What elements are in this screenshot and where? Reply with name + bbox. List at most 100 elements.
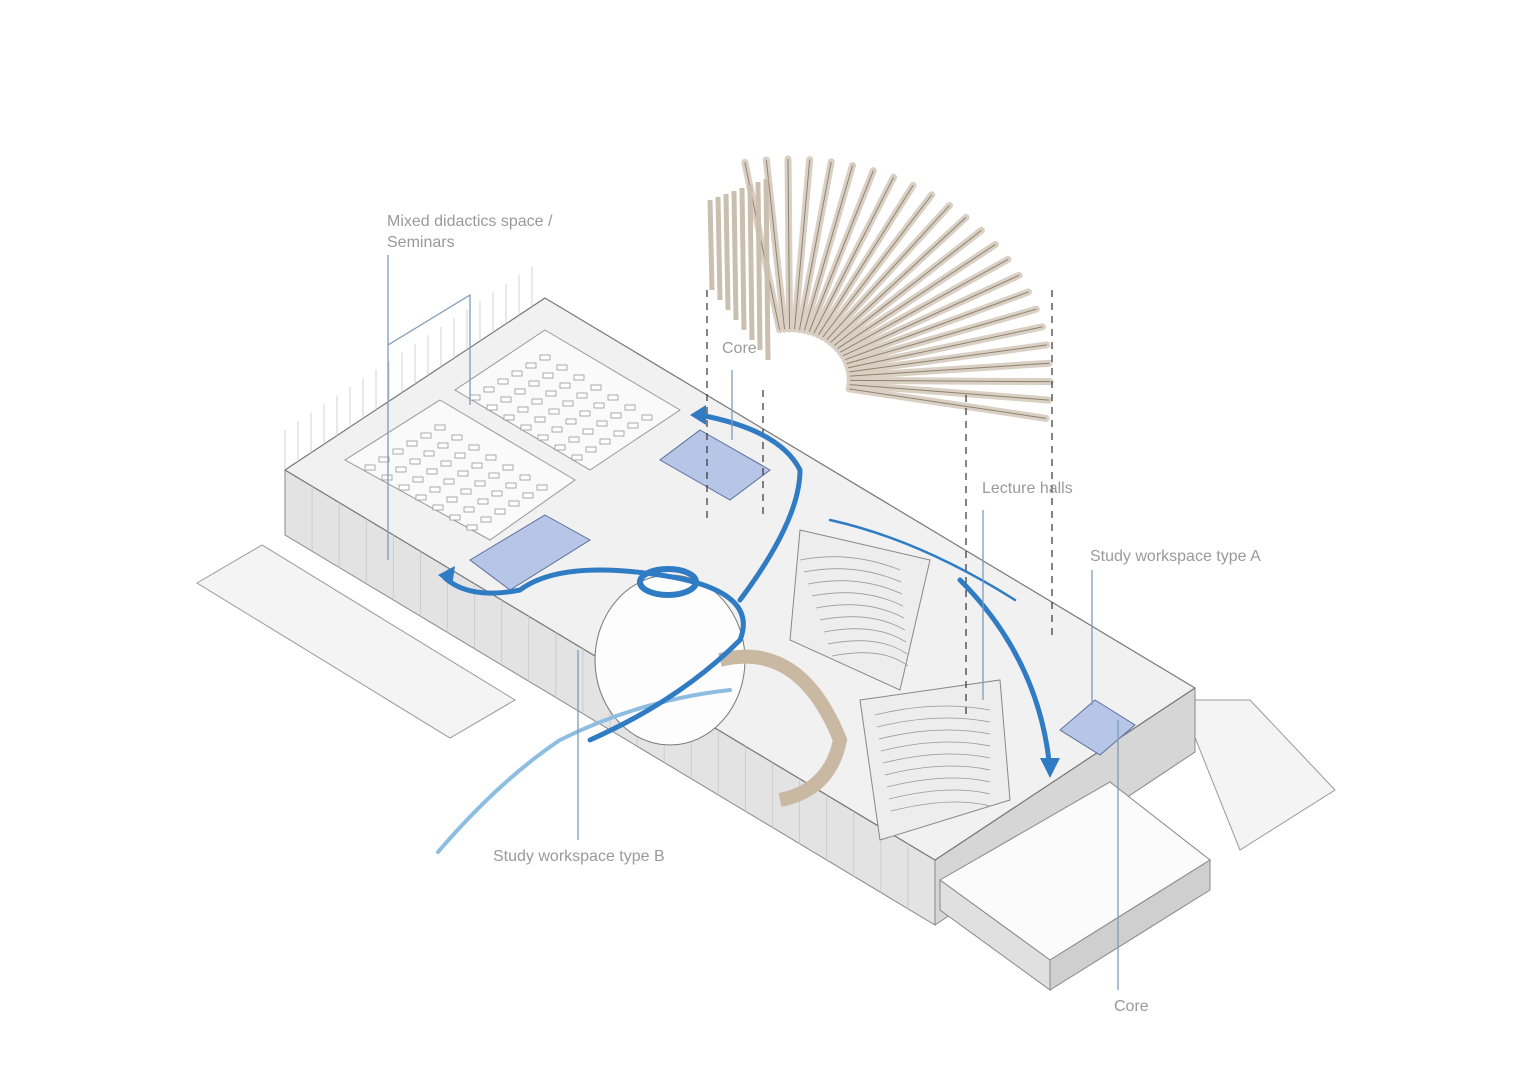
desk [536,484,548,491]
label-core-bottom: Core [1114,998,1149,1015]
desk [471,462,483,469]
rotation-arrow [637,566,699,598]
desk [551,426,563,433]
fin-edge [849,362,1050,377]
desk [562,400,574,407]
lecture-hall-upper [789,529,931,691]
core-block-top [659,429,771,501]
desk [548,408,560,415]
desk [554,444,566,451]
desk [423,450,435,457]
seat-row [799,556,901,571]
desk [517,406,529,413]
fin-vertical [723,193,731,311]
fin-edge [849,384,1049,401]
desk [446,496,458,503]
desk-grid [364,354,653,531]
fin-edge [849,388,1047,419]
label-lecture-halls: Lecture halls [982,480,1073,497]
fin-edge [765,159,786,330]
desk [485,454,497,461]
fin-vertical [731,190,739,321]
seat-row [807,580,903,595]
seat-row [882,753,991,764]
projection-lines [706,290,1053,720]
flow-arrow-west [442,567,746,743]
fin-edge [817,185,914,336]
desk [556,364,568,371]
desk [412,476,424,483]
curved-fin-wall [718,649,848,807]
desk [364,464,376,471]
fin-edge [840,259,1009,353]
fin-edge [837,244,996,350]
desk [590,384,602,391]
lecture-hall-lower [859,679,1011,841]
desk [627,422,639,429]
flow-arrow-north [697,412,803,603]
desk [607,394,619,401]
desk [522,492,534,499]
desk [494,508,506,515]
fin-edge [849,379,1050,383]
desk [381,474,393,481]
label-study-workspace-b: Study workspace type B [493,848,665,865]
desk [531,398,543,405]
desk [503,414,515,421]
desk [437,442,449,449]
fin-edge [799,161,832,330]
desk [534,416,546,423]
desk [528,380,540,387]
desk [596,420,608,427]
fin-vertical [747,184,755,341]
desk [624,404,636,411]
desk [449,514,461,521]
desk [505,482,517,489]
ground-plate-right [1179,699,1336,851]
desk [460,488,472,495]
fin-edge [842,274,1020,357]
desk [514,388,526,395]
desk [568,436,580,443]
seat-row [878,729,991,740]
fin-edge [808,170,874,332]
desk [599,438,611,445]
fin-edge [826,205,950,341]
seat-row [823,628,907,643]
desk [545,390,557,397]
desk [641,414,653,421]
desk [420,432,432,439]
desk [576,392,588,399]
desk [392,448,404,455]
fin-vertical [739,187,747,331]
entry-flow-arrow [436,688,732,854]
desk [486,404,498,411]
desk [502,464,514,471]
desk [559,382,571,389]
desk [582,428,594,435]
desk [488,472,500,479]
core-block-right [1059,699,1136,756]
desk [434,424,446,431]
desk [406,440,418,447]
seat-row [811,592,904,607]
desk [537,434,549,441]
fin-edge [846,308,1037,365]
desk [463,506,475,513]
desk [466,524,478,531]
desk [565,418,577,425]
fin-edge [813,177,895,334]
desk [519,474,531,481]
fin-canopy [707,155,1054,422]
fin-edge [849,344,1047,373]
flow-arrow-south [957,577,1053,773]
desk [395,466,407,473]
desk [457,470,469,477]
fin-edge [830,216,967,343]
desk [378,456,390,463]
seat-row [880,741,991,752]
desk [468,444,480,451]
desk [571,454,583,461]
